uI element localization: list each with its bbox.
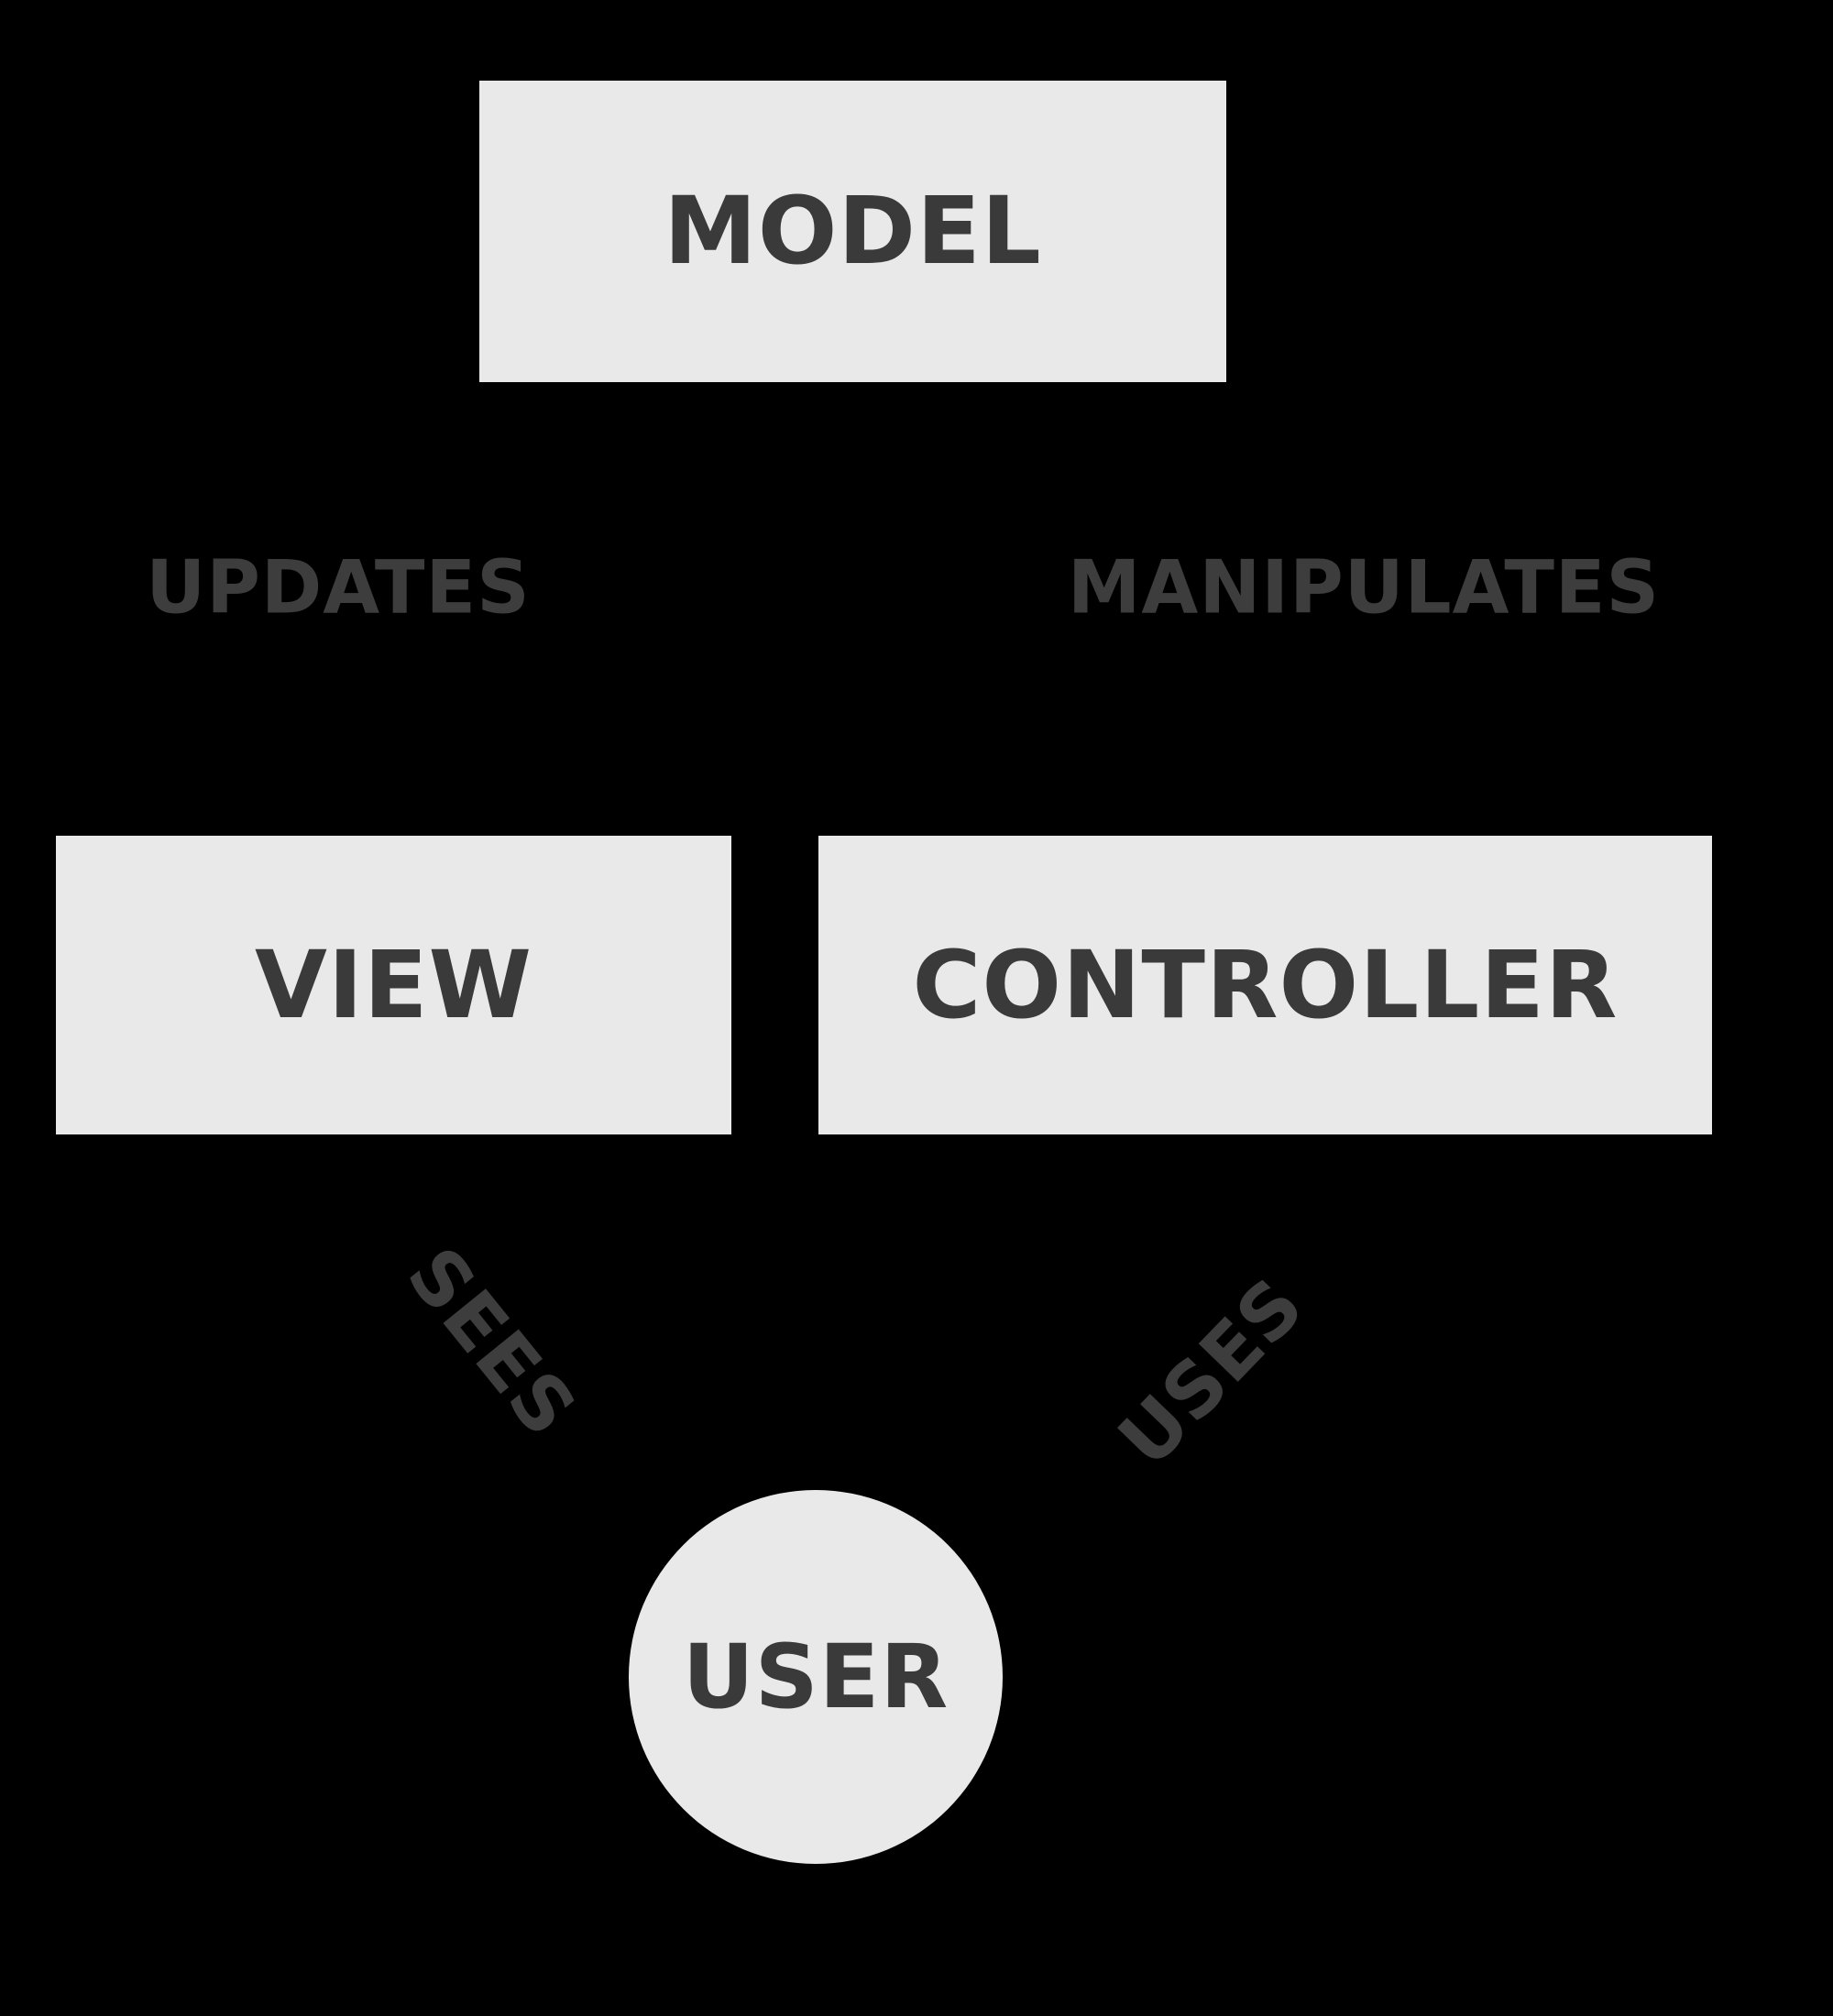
controller-node: CONTROLLER bbox=[818, 836, 1712, 1134]
edge-label-sees: SEES bbox=[390, 1232, 593, 1453]
user-node-label: USER bbox=[682, 1626, 949, 1728]
model-node-label: MODEL bbox=[664, 177, 1042, 286]
edge-label-updates: UPDATES bbox=[146, 544, 531, 630]
edge-label-uses: USES bbox=[1102, 1261, 1322, 1485]
view-node-label: VIEW bbox=[254, 930, 533, 1040]
controller-node-label: CONTROLLER bbox=[912, 930, 1619, 1040]
user-node: USER bbox=[629, 1490, 1003, 1864]
edge-label-manipulates: MANIPULATES bbox=[1067, 544, 1661, 630]
model-node: MODEL bbox=[479, 81, 1226, 382]
view-node: VIEW bbox=[56, 836, 731, 1134]
